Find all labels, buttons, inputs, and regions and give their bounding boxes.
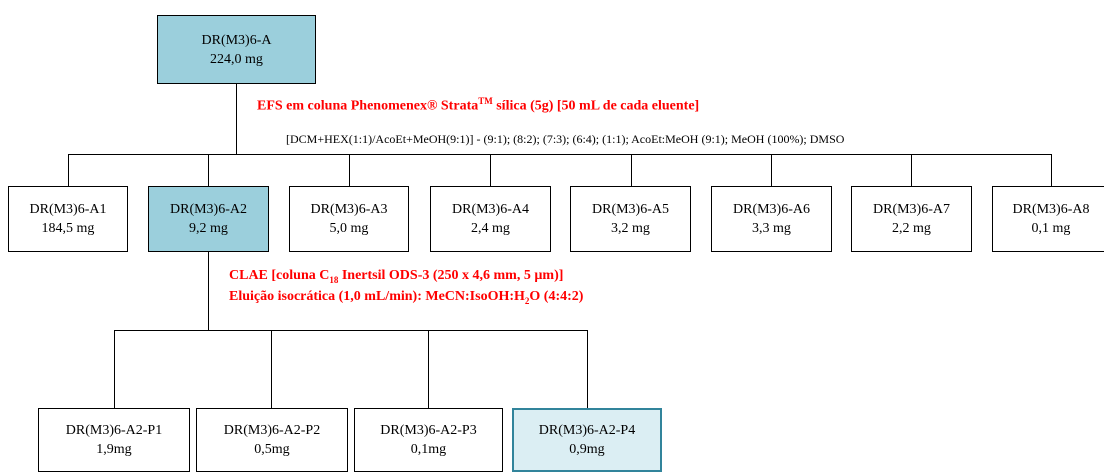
drop-a1 [68, 154, 69, 186]
subfraction-mass: 0,1mg [410, 442, 447, 457]
fraction-name: DR(M3)6-A7 [873, 202, 950, 217]
clae-line2-a: Eluição isocrática (1,0 mL/min): MeCN:Is… [229, 289, 525, 304]
drop-a4 [490, 154, 491, 186]
drop-a5 [631, 154, 632, 186]
drop-a3 [349, 154, 350, 186]
root-name: DR(M3)6-A [201, 32, 272, 48]
fraction-mass: 2,4 mg [471, 221, 510, 236]
drop-a7 [911, 154, 912, 186]
drop-a6 [771, 154, 772, 186]
root-node: DR(M3)6-A 224,0 mg [157, 15, 316, 84]
a2-stem [208, 252, 209, 330]
drop-p4 [587, 330, 588, 408]
subfraction-p1: DR(M3)6-A2-P1 1,9mg [38, 408, 190, 472]
efs-note-text2: sílica (5g) [50 mL de cada eluente] [492, 98, 700, 114]
fraction-name: DR(M3)6-A3 [310, 202, 388, 217]
root-mass: 224,0 mg [210, 51, 263, 67]
drop-p2 [271, 330, 272, 408]
fraction-a5: DR(M3)6-A5 3,2 mg [570, 186, 691, 252]
drop-p1 [114, 330, 115, 408]
clae-note-line2: Eluição isocrática (1,0 mL/min): MeCN:Is… [229, 289, 583, 306]
subfraction-p4: DR(M3)6-A2-P4 0,9mg [512, 408, 662, 472]
fraction-a4: DR(M3)6-A4 2,4 mg [430, 186, 551, 252]
fraction-a8: DR(M3)6-A8 0,1 mg [992, 186, 1104, 252]
clae-line2-b: O (4:4:2) [529, 289, 584, 304]
fraction-name: DR(M3)6-A1 [29, 202, 107, 217]
fraction-mass: 5,0 mg [329, 221, 369, 236]
fraction-mass: 184,5 mg [41, 221, 95, 236]
root-stem [236, 84, 237, 154]
subfraction-name: DR(M3)6-A2-P2 [223, 423, 321, 438]
fraction-mass: 0,1 mg [1031, 221, 1071, 236]
fraction-a3: DR(M3)6-A3 5,0 mg [289, 186, 409, 252]
fraction-a6: DR(M3)6-A6 3,3 mg [711, 186, 832, 252]
level1-bus [68, 154, 1052, 155]
clae-line2-sub: 2 [524, 295, 530, 306]
fraction-name: DR(M3)6-A6 [733, 202, 810, 217]
fraction-a7: DR(M3)6-A7 2,2 mg [851, 186, 972, 252]
subfraction-mass: 0,9mg [569, 442, 605, 457]
fraction-a1: DR(M3)6-A1 184,5 mg [8, 186, 128, 252]
drop-a2 [208, 154, 209, 186]
drop-a8 [1051, 154, 1052, 186]
clae-line1-sub: 18 [329, 274, 339, 285]
fraction-mass: 3,3 mg [752, 221, 791, 236]
fraction-mass: 9,2 mg [189, 221, 228, 236]
level2-bus [114, 330, 588, 331]
subfraction-name: DR(M3)6-A2-P4 [538, 423, 636, 438]
fraction-name: DR(M3)6-A8 [1012, 202, 1090, 217]
efs-note: EFS em coluna Phenomenex® StrataTM sílic… [257, 96, 699, 115]
efs-note-sup: TM [478, 96, 493, 106]
fraction-name: DR(M3)6-A4 [452, 202, 529, 217]
subfraction-name: DR(M3)6-A2-P1 [65, 423, 163, 438]
fraction-a2: DR(M3)6-A2 9,2 mg [148, 186, 269, 252]
clae-line1-a: CLAE [coluna C [229, 268, 330, 283]
eluents-note: [DCM+HEX(1:1)/AcoEt+MeOH(9:1)] - (9:1); … [286, 132, 845, 146]
fraction-mass: 2,2 mg [892, 221, 931, 236]
subfraction-p2: DR(M3)6-A2-P2 0,5mg [196, 408, 348, 472]
subfraction-p3: DR(M3)6-A2-P3 0,1mg [354, 408, 503, 472]
fraction-name: DR(M3)6-A5 [592, 202, 669, 217]
clae-line1-b: Inertsil ODS-3 (250 x 4,6 mm, 5 µm)] [338, 268, 564, 283]
drop-p3 [428, 330, 429, 408]
fraction-mass: 3,2 mg [611, 221, 650, 236]
efs-note-text: EFS em coluna Phenomenex® Strata [257, 98, 479, 114]
fraction-name: DR(M3)6-A2 [170, 202, 247, 217]
subfraction-name: DR(M3)6-A2-P3 [380, 423, 477, 438]
clae-note-line1: CLAE [coluna C18 Inertsil ODS-3 (250 x 4… [229, 268, 563, 285]
subfraction-mass: 0,5mg [254, 442, 290, 457]
subfraction-mass: 1,9mg [96, 442, 132, 457]
